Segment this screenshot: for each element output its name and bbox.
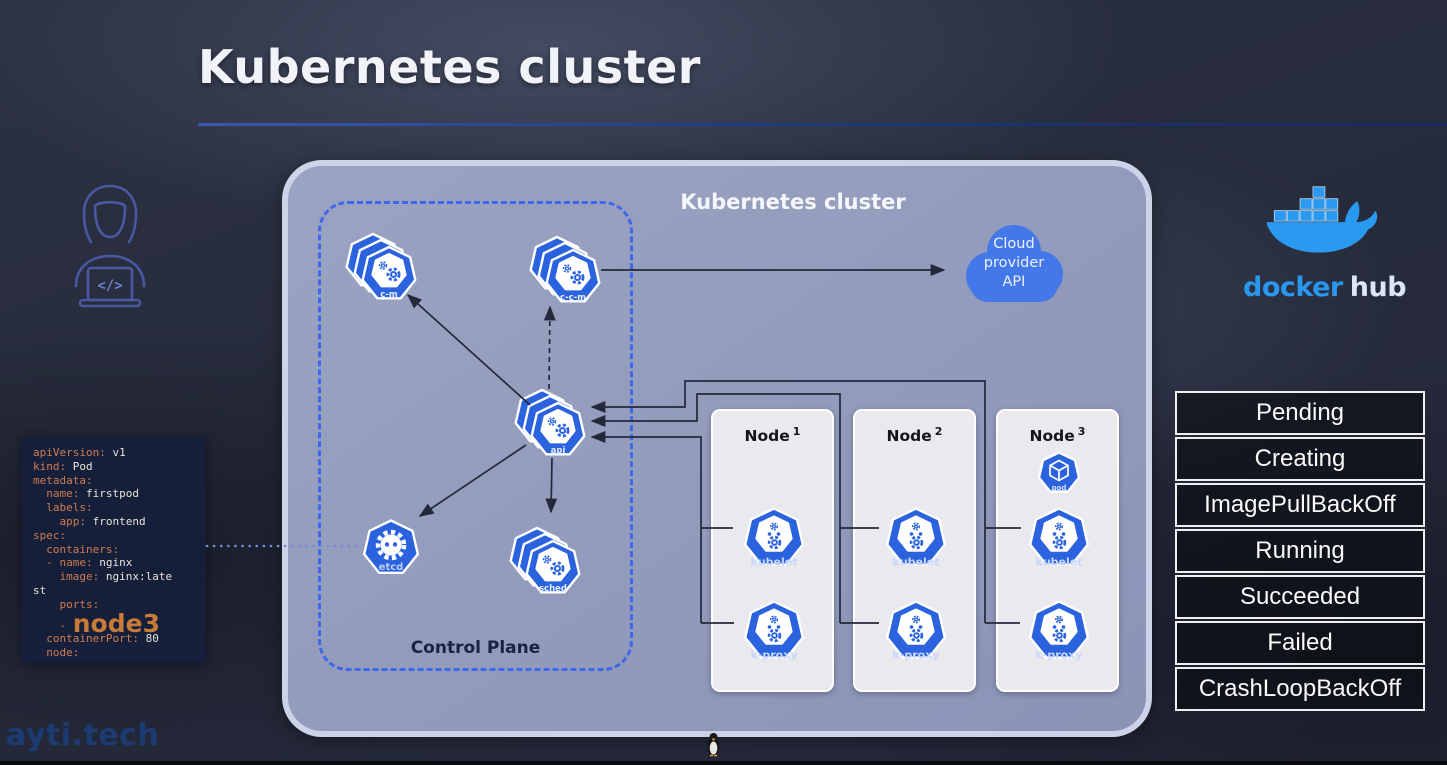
cloud-icon <box>966 225 1063 302</box>
watermark: ayti.tech <box>6 718 160 753</box>
control-plane-label: Control Plane <box>410 638 541 658</box>
svg-text:kubelet: kubelet <box>893 556 940 569</box>
svg-text:c-c-m: c-c-m <box>560 293 586 303</box>
pod-state-succeeded: Succeeded <box>1175 575 1425 619</box>
k-proxy-icon-node2: k-proxy <box>883 598 949 672</box>
k-proxy-icon-node1: k-proxy <box>741 598 807 672</box>
docker-whale-icon <box>1266 186 1378 253</box>
pod-state-running: Running <box>1175 529 1425 573</box>
scheduler-icon: sched <box>507 525 585 605</box>
k-proxy-icon-node3: k-proxy <box>1026 598 1092 672</box>
cloud-label: Cloud provider API <box>956 235 1072 292</box>
cloud-label-line2: provider <box>983 255 1045 271</box>
cloud-controller-manager-icon: c-c-m <box>527 234 605 314</box>
pod-state-failed: Failed <box>1175 621 1425 665</box>
developer-icon: </> <box>74 184 146 308</box>
svg-text:api: api <box>551 446 566 456</box>
pod-icon-node3: pod <box>1036 450 1082 502</box>
svg-text:k-proxy: k-proxy <box>892 649 939 662</box>
svg-text:etcd: etcd <box>379 562 404 573</box>
pod-state-creating: Creating <box>1175 437 1425 481</box>
docker-word: docker <box>1243 272 1343 303</box>
api-server-icon: api <box>512 387 590 467</box>
pod-state-crashloopbackoff: CrashLoopBackOff <box>1175 667 1425 711</box>
cloud-label-line1: Cloud <box>993 236 1035 252</box>
kubelet-icon-node1: kubelet <box>741 505 807 579</box>
hub-word: hub <box>1349 272 1407 303</box>
svg-text:sched: sched <box>539 584 567 594</box>
svg-text:k-proxy: k-proxy <box>1035 649 1082 662</box>
svg-text:pod: pod <box>1052 484 1067 492</box>
cloud-provider-api: Cloud provider API <box>956 218 1072 310</box>
title-divider <box>198 123 1447 126</box>
kubernetes-cluster-box: Kubernetes cluster Control Plane c-m c-c… <box>282 160 1152 737</box>
pod-state-pending: Pending <box>1175 391 1425 435</box>
kubelet-icon-node2: kubelet <box>883 505 949 579</box>
svg-text:kubelet: kubelet <box>1036 556 1083 569</box>
svg-text:c-m: c-m <box>380 290 398 300</box>
kubelet-icon-node3: kubelet <box>1026 505 1092 579</box>
etcd-icon: etcd <box>360 517 422 585</box>
svg-text:k-proxy: k-proxy <box>750 649 797 662</box>
page-title: Kubernetes cluster <box>198 40 701 94</box>
bottom-edge <box>0 761 1447 765</box>
svg-text:</>: </> <box>97 278 122 294</box>
cluster-title: Kubernetes cluster <box>680 190 906 214</box>
tux-penguin-icon <box>707 733 720 757</box>
controller-manager-icon: c-m <box>343 231 421 311</box>
cloud-label-line3: API <box>1002 274 1026 290</box>
pod-state-imagepullbackoff: ImagePullBackOff <box>1175 483 1425 527</box>
svg-text:kubelet: kubelet <box>751 556 798 569</box>
